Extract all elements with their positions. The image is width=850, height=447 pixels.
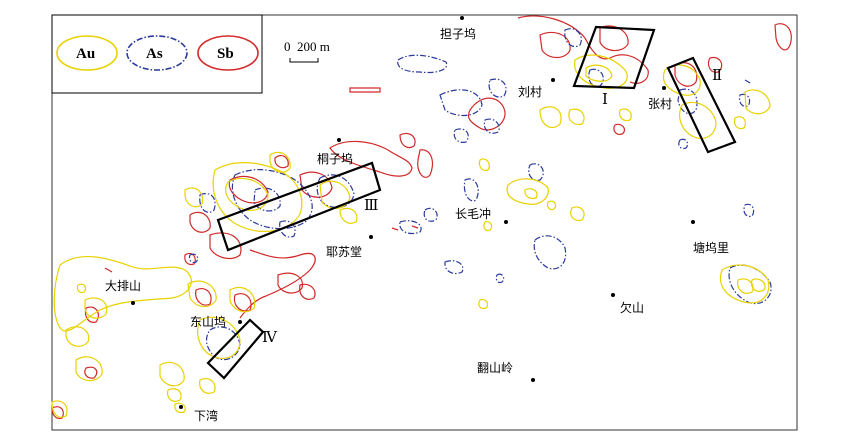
zone-label-3: Ⅲ	[364, 198, 378, 214]
label-liucun: 刘村	[518, 85, 542, 99]
legend-item-as: As	[126, 35, 188, 71]
legend-au-label: Au	[76, 46, 95, 62]
label-tongziwu: 桐子坞	[317, 151, 353, 166]
zone-3-outline	[216, 161, 382, 252]
label-changmaochong: 长毛冲	[455, 206, 491, 221]
zone-label-2: Ⅱ	[712, 68, 722, 84]
legend-as-label: As	[146, 46, 163, 62]
zone-2-outline	[666, 56, 737, 154]
legend-sb-label: Sb	[217, 46, 234, 62]
point-dongshanwu	[238, 320, 242, 324]
point-yesutang	[369, 235, 373, 239]
label-xiawan: 下湾	[194, 408, 218, 423]
point-liucun	[551, 78, 555, 82]
legend-item-sb: Sb	[197, 35, 259, 71]
place-points	[131, 16, 695, 409]
zone-label-1: Ⅰ	[602, 92, 608, 108]
place-labels: 担子坞 刘村 张村 桐子坞 长毛冲 耶苏堂 塘坞里 大排山 东山坞 欠山 翻山岭…	[105, 26, 729, 423]
au-anomaly-contours	[51, 54, 771, 418]
prospect-zones	[206, 25, 737, 380]
label-yesutang: 耶苏堂	[326, 245, 362, 259]
point-danziwu	[460, 16, 464, 20]
zone-label-4: Ⅳ	[262, 330, 278, 346]
legend: Au As Sb	[51, 14, 263, 94]
scale-bar-label: 0 200 m	[284, 39, 330, 54]
label-dongshanwu: 东山坞	[190, 314, 226, 329]
sb-anomaly-contours	[51, 15, 792, 420]
legend-au-swatch	[56, 35, 118, 71]
scale-bar-line	[289, 58, 319, 63]
point-changmaochong	[504, 220, 508, 224]
label-danziwu: 担子坞	[440, 26, 476, 41]
point-fanshanling	[531, 378, 535, 382]
map-frame	[51, 14, 798, 431]
zone-1-outline	[572, 25, 656, 90]
label-tangwuli: 塘坞里	[693, 240, 729, 255]
legend-as-swatch	[126, 35, 188, 71]
legend-box	[51, 14, 263, 94]
point-tongziwu	[337, 138, 341, 142]
legend-sb-swatch	[197, 35, 259, 71]
label-fanshanling: 翻山岭	[477, 361, 513, 375]
scale-bar: 0 200 m	[284, 39, 330, 63]
zone-4-outline	[206, 318, 265, 380]
point-xiawan	[179, 405, 183, 409]
label-dapaishan: 大排山	[105, 279, 141, 293]
legend-item-au: Au	[56, 35, 118, 71]
point-zhangcun	[662, 86, 666, 90]
label-zhangcun: 张村	[648, 97, 672, 111]
label-qianshan: 欠山	[620, 300, 644, 315]
point-dapaishan	[131, 301, 135, 305]
as-anomaly-contours	[188, 28, 772, 361]
point-tangwuli	[691, 220, 695, 224]
point-qianshan	[611, 293, 615, 297]
zone-labels: Ⅰ Ⅱ Ⅲ Ⅳ	[262, 68, 722, 346]
